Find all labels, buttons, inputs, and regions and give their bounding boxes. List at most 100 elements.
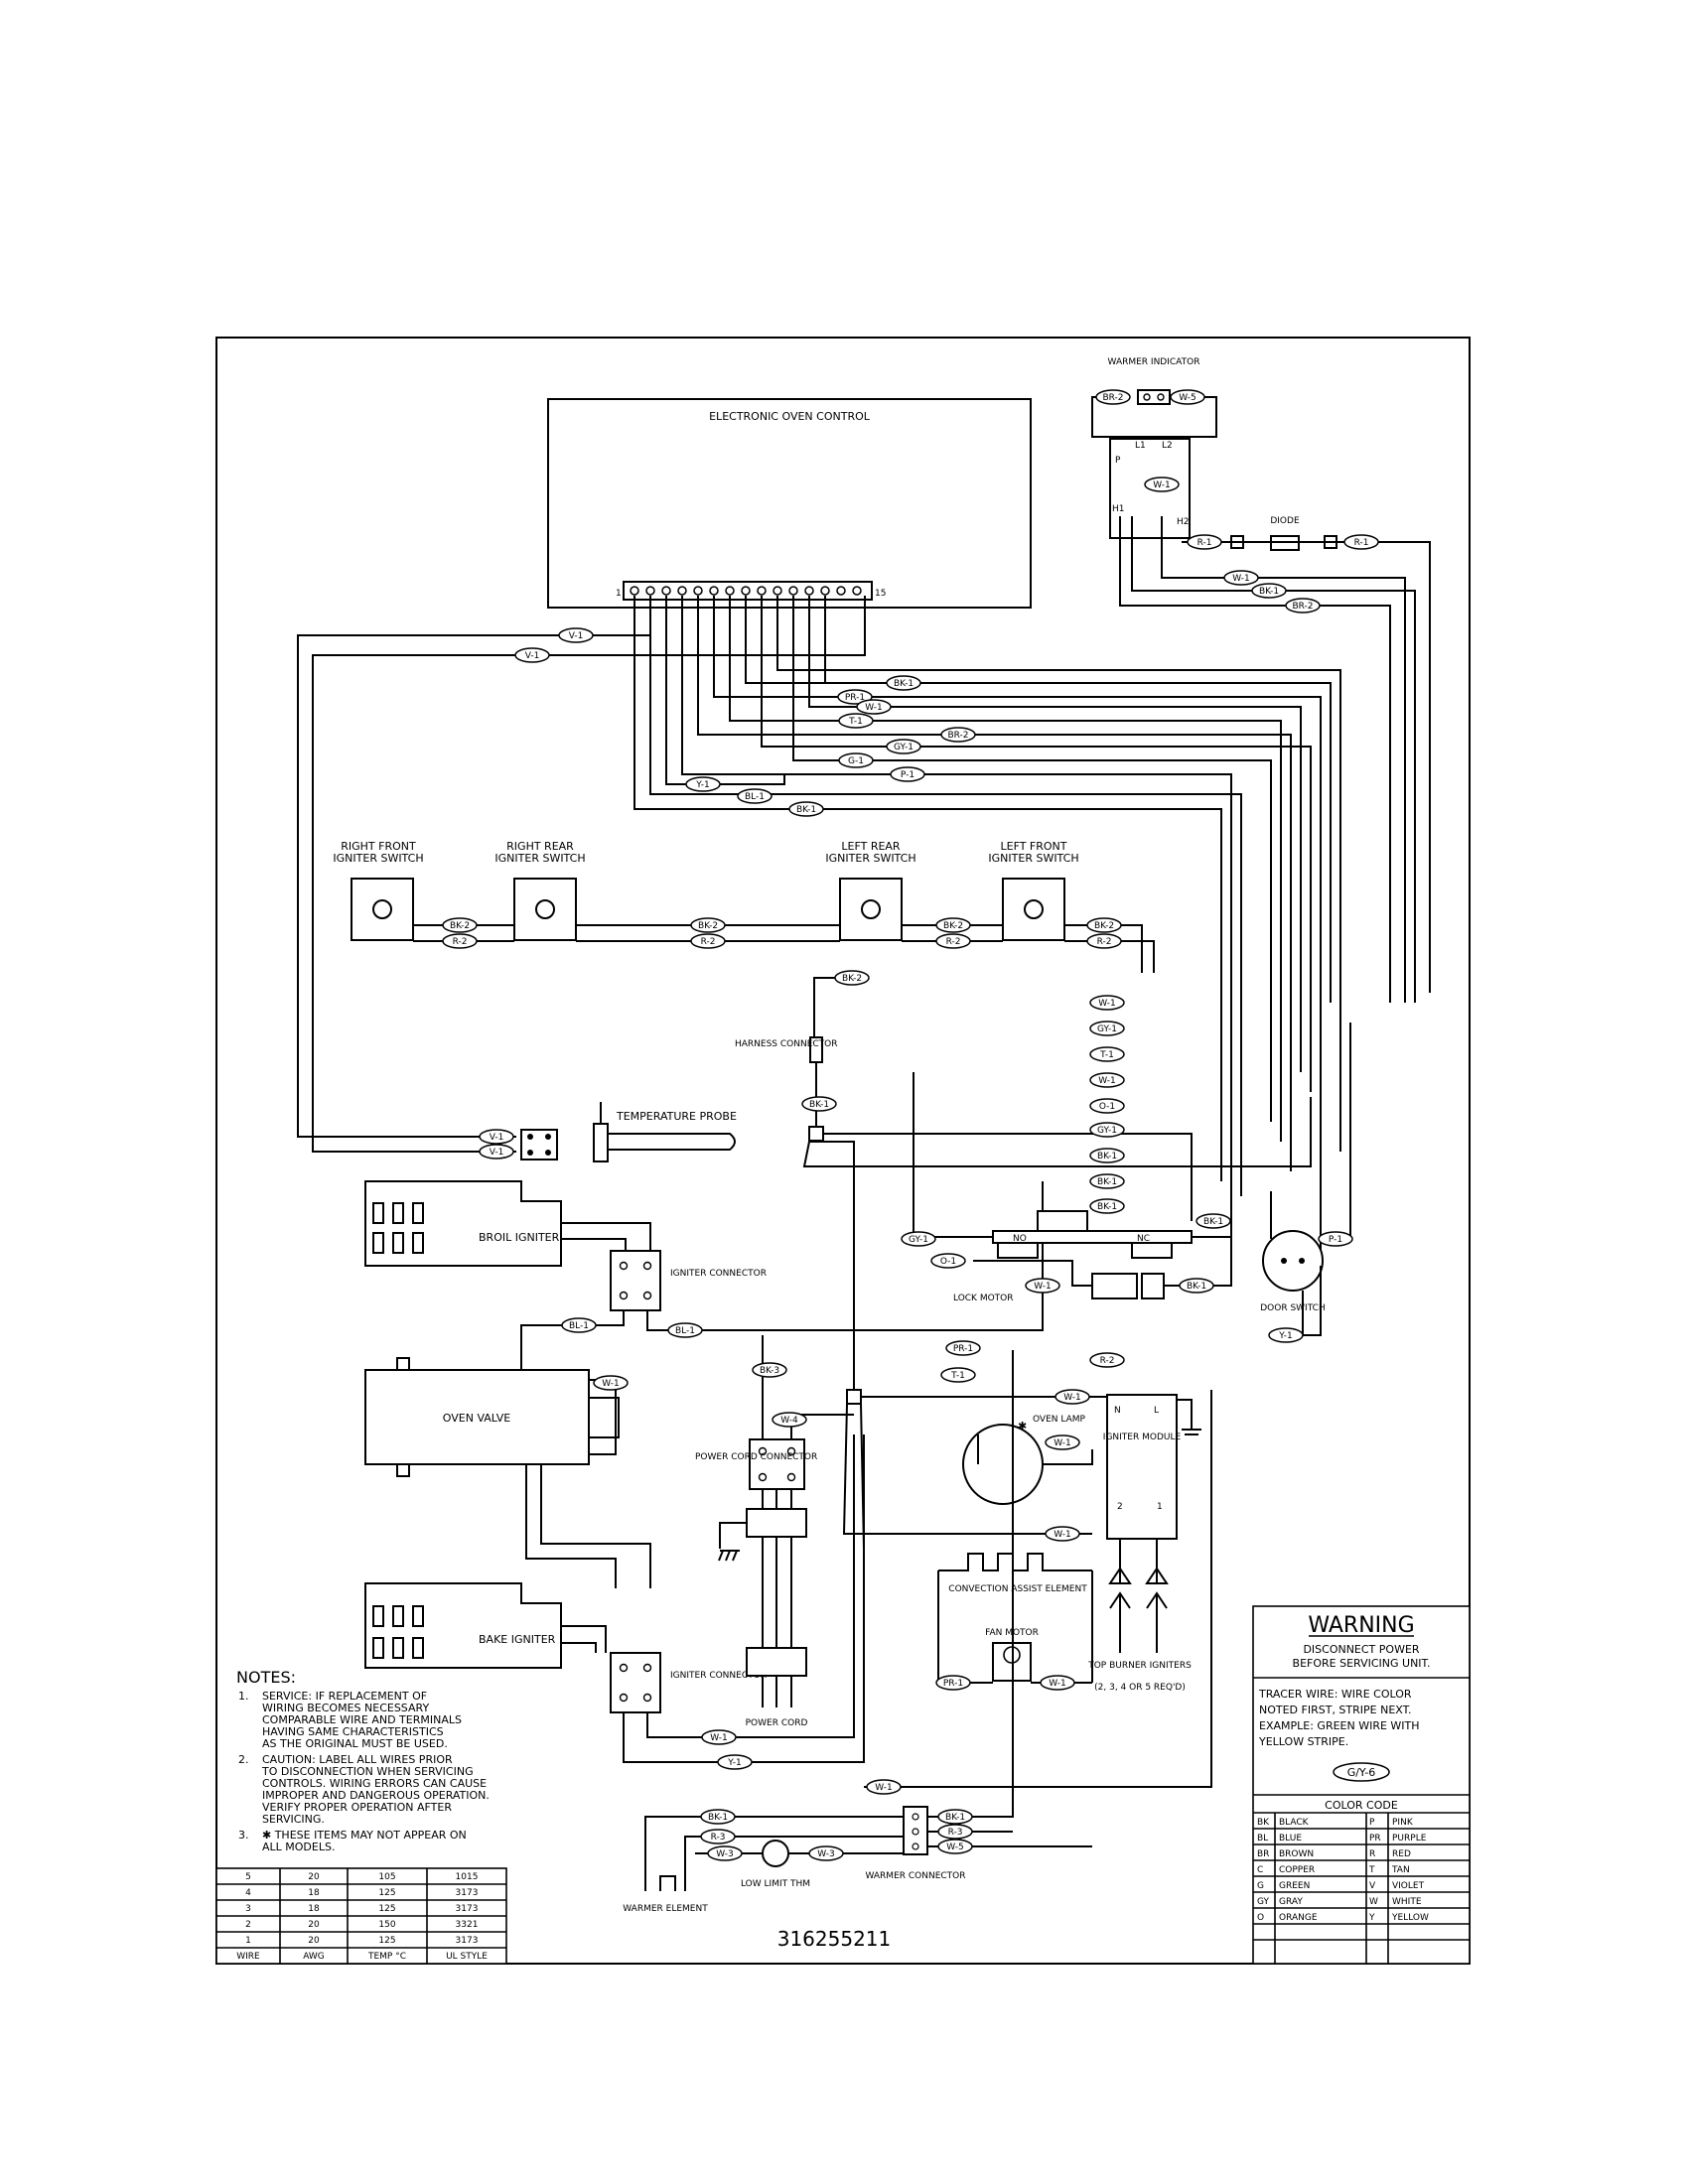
cc-r3-name1: BROWN (1279, 1849, 1314, 1859)
wire-tags: BR-2 W-5 W-1 R-1 R-1 W-1 BK-1 BR-2 V-1 V… (442, 389, 1379, 1861)
tag-w1-a: W-1 (1153, 480, 1171, 490)
note-3-line-1: ✱ THESE ITEMS MAY NOT APPEAR ON (262, 1829, 467, 1842)
wire-tag: W-1 (1223, 570, 1259, 586)
tag-pr1-a: PR-1 (845, 693, 865, 703)
igniter-module: N L IGNITER MODULE 2 1 (1103, 1394, 1201, 1584)
tag-w1-m: W-1 (875, 1783, 893, 1793)
rf-switch-label-2: IGNITER SWITCH (333, 852, 423, 865)
tag-gy1-a: GY-1 (894, 743, 914, 752)
oven-valve: OVEN VALVE (364, 1357, 651, 1588)
temperature-probe: TEMPERATURE PROBE (520, 1102, 737, 1162)
wire-tag: GY-1 (1089, 1021, 1125, 1036)
wire-tag: BR-2 (1095, 389, 1131, 405)
lf-switch-label-2: IGNITER SWITCH (988, 852, 1078, 865)
wire-tag: PR-1 (945, 1340, 981, 1356)
bake-igniter-label: BAKE IGNITER (479, 1633, 556, 1646)
note-1-line-4: HAVING SAME CHARACTERISTICS (262, 1725, 444, 1738)
note-2-line-6: SERVICING. (262, 1813, 325, 1826)
cc-r6-name1: GRAY (1279, 1897, 1303, 1907)
note-2-line-3: CONTROLS. WIRING ERRORS CAN CAUSE (262, 1777, 487, 1790)
wire-tag: BK-1 (937, 1809, 973, 1825)
tag-bk1-h: BK-1 (1187, 1282, 1206, 1292)
cc-r2-code2: PR (1369, 1834, 1381, 1843)
wt-r5-c2: 20 (308, 1936, 320, 1946)
wire-tag: T-1 (1089, 1046, 1125, 1062)
wire-tag: BL-1 (737, 788, 773, 804)
broil-igniter-label: BROIL IGNITER (479, 1231, 560, 1244)
diagram-border (215, 337, 1471, 1965)
tag-w5: W-5 (1179, 393, 1196, 403)
tag-y1-b: Y-1 (1278, 1331, 1292, 1341)
tag-r3-b: R-3 (948, 1828, 963, 1838)
notes-block: NOTES: 1. SERVICE: IF REPLACEMENT OF WIR… (236, 1668, 490, 1853)
electronic-oven-control: ELECTRONIC OVEN CONTROL 1 15 (547, 398, 1032, 609)
wire-tag: Y-1 (1268, 1327, 1304, 1343)
tag-br2: BR-2 (1102, 393, 1123, 403)
convection-element-label: CONVECTION ASSIST ELEMENT (948, 1584, 1087, 1594)
warning-panel: WARNING DISCONNECT POWER BEFORE SERVICIN… (1252, 1605, 1471, 1965)
tag-o1-b: O-1 (940, 1257, 956, 1267)
wt-h4: UL STYLE (446, 1952, 488, 1962)
tag-g1-a: G-1 (848, 756, 864, 766)
tag-bk2-e: BK-2 (842, 974, 862, 984)
term-h1: H1 (1112, 504, 1125, 514)
wt-h1: WIRE (236, 1952, 260, 1962)
cc-r1-name1: BLACK (1279, 1818, 1310, 1828)
wire-tag: BK-2 (690, 917, 726, 933)
wt-r3-c2: 18 (308, 1904, 320, 1914)
tag-bk1-e: BK-1 (1097, 1177, 1117, 1187)
wt-r3-c4: 3173 (456, 1904, 479, 1914)
wire-tag: R-1 (1343, 534, 1379, 550)
wire-tag: GY-1 (901, 1231, 936, 1247)
igniter-connector-lower: IGNITER CONNECTOR (610, 1434, 865, 1763)
note-2-line-5: VERIFY PROPER OPERATION AFTER (262, 1801, 452, 1814)
wire-tag: BR-2 (1285, 598, 1321, 614)
wt-r2-c4: 3173 (456, 1888, 479, 1898)
term-no: NO (1013, 1234, 1027, 1244)
cc-r6-code2: W (1369, 1897, 1378, 1907)
wire-tag: BK-1 (886, 675, 921, 691)
tag-bk1-d: BK-1 (1097, 1152, 1117, 1161)
wt-r4-c2: 20 (308, 1920, 320, 1930)
wire-tag: BL-1 (667, 1322, 703, 1338)
cc-r5-name2: VIOLET (1392, 1881, 1425, 1891)
note-3-line-2: ALL MODELS. (262, 1841, 335, 1853)
tag-w1-g: W-1 (602, 1379, 620, 1389)
rf-igniter-switch (351, 878, 414, 941)
tag-gy1-c: GY-1 (1097, 1126, 1117, 1136)
tag-w1-d: W-1 (1098, 999, 1116, 1009)
wire-tag: Y-1 (685, 776, 721, 792)
pin-15-label: 15 (875, 589, 886, 599)
wire-tag: Y-1 (717, 1754, 753, 1770)
wire-tag: W-3 (707, 1845, 743, 1861)
wire-tag: R-2 (442, 933, 478, 949)
cc-r4-code2: T (1368, 1865, 1375, 1875)
temperature-probe-label: TEMPERATURE PROBE (616, 1110, 737, 1123)
tag-w3-b: W-3 (817, 1849, 835, 1859)
igniter-connector-upper-label: IGNITER CONNECTOR (670, 1269, 767, 1279)
wire-tag: BK-1 (1089, 1173, 1125, 1189)
term-n: N (1114, 1406, 1121, 1416)
wire-tag: R-2 (1089, 1352, 1125, 1368)
wire-tag: W-1 (1055, 1389, 1090, 1405)
tracer-line-4: YELLOW STRIPE. (1258, 1735, 1348, 1748)
wire-tag: BK-2 (442, 917, 478, 933)
wire-tag: V-1 (479, 1144, 514, 1160)
tag-bk1-c: BK-1 (796, 805, 816, 815)
wire-tag: V-1 (514, 647, 550, 663)
wire-tag: W-1 (856, 699, 892, 715)
wt-r4-c1: 2 (245, 1920, 251, 1930)
tag-w1-c: W-1 (865, 703, 883, 713)
tag-y1-a: Y-1 (695, 780, 709, 790)
tracer-line-3: EXAMPLE: GREEN WIRE WITH (1259, 1719, 1420, 1732)
tag-t1-b: T-1 (1099, 1050, 1114, 1060)
cc-r2-name2: PURPLE (1392, 1834, 1427, 1843)
wire-tag: R-1 (1187, 534, 1222, 550)
oven-lamp: ✱ OVEN LAMP (962, 1415, 1093, 1505)
cc-r3-code2: R (1369, 1849, 1375, 1859)
door-switch: DOOR SWITCH (1260, 1023, 1351, 1336)
wire-tag: W-1 (1040, 1675, 1075, 1691)
low-limit-thermostat: LOW LIMIT THM (695, 1840, 904, 1889)
cc-r2-name1: BLUE (1279, 1834, 1302, 1843)
wire-tag: BK-3 (752, 1362, 787, 1378)
